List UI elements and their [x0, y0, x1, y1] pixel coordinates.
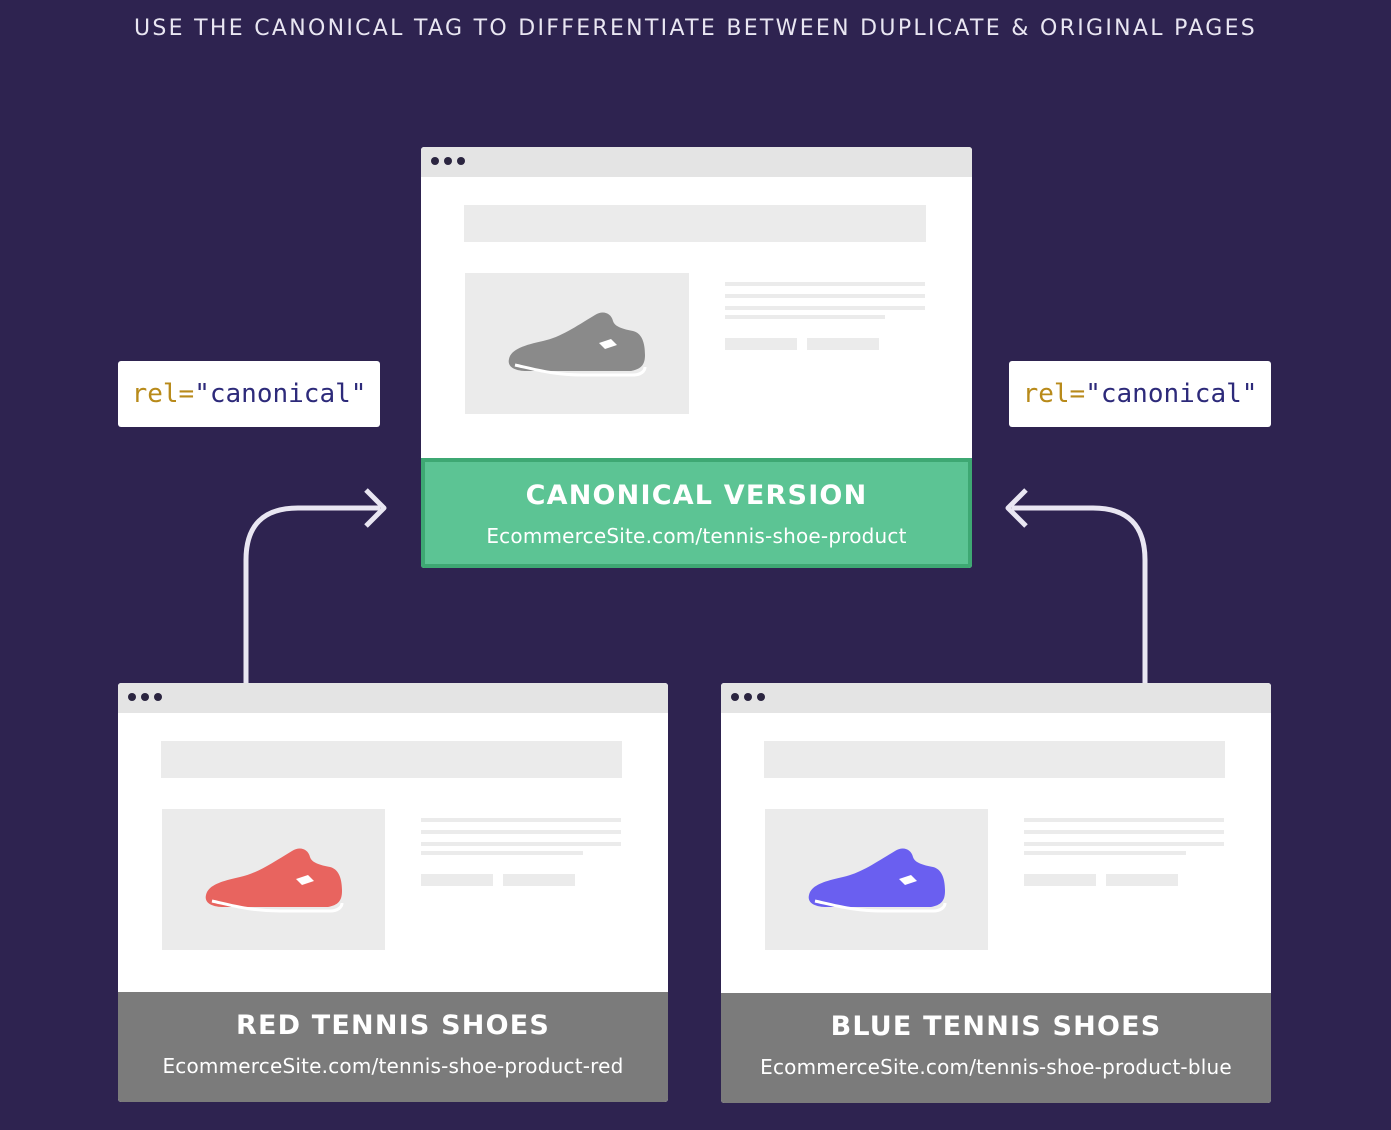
header-placeholder [464, 205, 926, 242]
text-line [421, 830, 621, 834]
canonical-footer: CANONICAL VERSION EcommerceSite.com/tenn… [421, 458, 972, 568]
window-dots-icon [731, 693, 765, 701]
product-image [765, 809, 988, 950]
button-placeholder [503, 874, 575, 886]
page-url: EcommerceSite.com/tennis-shoe-product-bl… [721, 1055, 1271, 1079]
text-line [1024, 830, 1224, 834]
page-title: RED TENNIS SHOES [118, 1010, 668, 1041]
product-image [465, 273, 689, 414]
text-line [421, 818, 621, 822]
window-dots-icon [128, 693, 162, 701]
button-placeholder [421, 874, 493, 886]
tag-value: "canonical" [1085, 379, 1257, 409]
button-placeholder [1024, 874, 1096, 886]
text-line [1024, 842, 1224, 846]
text-line [725, 315, 885, 319]
text-line [725, 306, 925, 310]
page-title: CANONICAL VERSION [425, 480, 968, 511]
arrow-blue-to-canonical [1012, 508, 1145, 683]
window-dots-icon [431, 157, 465, 165]
tag-value: "canonical" [194, 379, 366, 409]
canonical-tag-left: rel="canonical" [118, 361, 380, 427]
browser-toolbar [118, 683, 668, 713]
shoe-icon [503, 305, 653, 385]
product-image [162, 809, 385, 950]
shoe-body [809, 849, 945, 907]
page-url: EcommerceSite.com/tennis-shoe-product-re… [118, 1054, 668, 1078]
red-page-footer: RED TENNIS SHOES EcommerceSite.com/tenni… [118, 992, 668, 1102]
page-title: BLUE TENNIS SHOES [721, 1011, 1271, 1042]
text-line [725, 282, 925, 286]
canonical-page-window: CANONICAL VERSION EcommerceSite.com/tenn… [421, 147, 972, 568]
header-placeholder [764, 741, 1225, 778]
shoe-icon [200, 841, 350, 921]
shoe-body [206, 849, 342, 907]
text-line [1024, 851, 1186, 855]
tag-attr: rel= [132, 379, 195, 409]
text-line [1024, 818, 1224, 822]
shoe-icon [803, 841, 953, 921]
page-url: EcommerceSite.com/tennis-shoe-product [425, 524, 968, 548]
blue-page-window: BLUE TENNIS SHOES EcommerceSite.com/tenn… [721, 683, 1271, 1103]
text-line [725, 294, 925, 298]
shoe-body [509, 313, 645, 371]
button-placeholder [807, 338, 879, 350]
browser-toolbar [421, 147, 972, 177]
text-line [421, 851, 583, 855]
blue-page-footer: BLUE TENNIS SHOES EcommerceSite.com/tenn… [721, 993, 1271, 1103]
button-placeholder [725, 338, 797, 350]
arrow-red-to-canonical [246, 508, 380, 683]
tag-attr: rel= [1023, 379, 1086, 409]
button-placeholder [1106, 874, 1178, 886]
canonical-tag-right: rel="canonical" [1009, 361, 1271, 427]
header-placeholder [161, 741, 622, 778]
browser-toolbar [721, 683, 1271, 713]
text-line [421, 842, 621, 846]
red-page-window: RED TENNIS SHOES EcommerceSite.com/tenni… [118, 683, 668, 1102]
